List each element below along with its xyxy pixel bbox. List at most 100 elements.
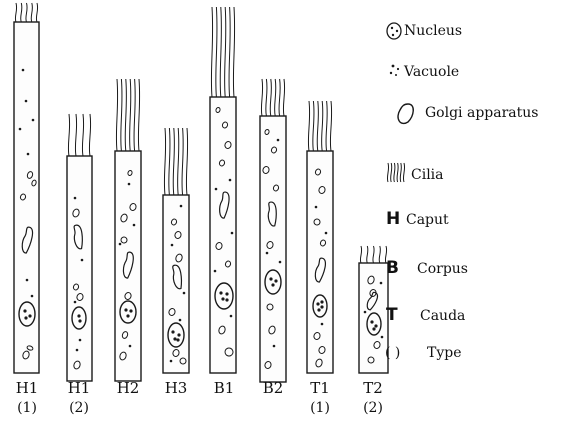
chromatin [269, 277, 272, 280]
cilium [75, 114, 76, 156]
chromatin [225, 292, 228, 295]
cilium [233, 7, 234, 97]
chromatin [124, 308, 127, 311]
cilium [36, 3, 37, 22]
cilium [266, 79, 267, 116]
cell-label-t1: T1 [310, 381, 330, 396]
granule [183, 292, 186, 295]
cilia-tuft [15, 3, 37, 22]
cell-outline [260, 116, 286, 382]
cell-label-h3: H3 [165, 381, 188, 396]
cilium [322, 101, 323, 151]
granule [380, 282, 383, 285]
granule [76, 349, 79, 352]
cilia-tuft [68, 114, 90, 156]
cilia-icon-stroke [397, 163, 398, 182]
granule [215, 188, 218, 191]
cilium [121, 79, 122, 151]
vacuole-icon-dot [397, 68, 399, 70]
cilium [169, 128, 170, 195]
vacuole-icon [390, 65, 399, 76]
cilium [173, 128, 174, 195]
cilium [216, 7, 217, 97]
cell-h1-2 [67, 114, 92, 381]
cilia-tuft [308, 101, 331, 151]
cell-type-h1-2: (2) [69, 401, 89, 415]
chromatin [370, 320, 373, 323]
cilium [182, 128, 183, 195]
nucleus-icon [387, 23, 401, 39]
nucleus-icon-outline [387, 23, 401, 39]
cilium [379, 246, 380, 263]
cell-label-t2: T2 [363, 381, 383, 396]
cilium [26, 3, 27, 22]
granule [81, 259, 84, 262]
cilium [15, 3, 16, 22]
cilium [164, 128, 165, 195]
chromatin [372, 327, 375, 330]
legend-vacuole-label: Vacuole [404, 65, 459, 79]
legend-nucleus-label: Nucleus [404, 24, 462, 38]
cell-outline [307, 151, 333, 373]
cilium [283, 79, 284, 116]
chromatin [274, 279, 277, 282]
granule [381, 336, 384, 339]
granule [231, 232, 234, 235]
chromatin [171, 330, 174, 333]
cilium [31, 3, 32, 22]
legend-cilia-label: Cilia [411, 168, 444, 182]
chromatin [221, 297, 224, 300]
chromatin [316, 302, 319, 305]
chromatin [173, 337, 176, 340]
cell-h3 [163, 128, 189, 373]
nucleus-icon-dot [396, 30, 398, 32]
legend-icons [387, 23, 413, 182]
granule [179, 319, 182, 322]
granule [31, 295, 34, 298]
cilia-icon-stroke [394, 163, 395, 182]
cell-outline [115, 151, 141, 381]
cilium [279, 79, 280, 116]
granule [325, 232, 328, 235]
chromatin [177, 333, 180, 336]
cilia-icon-stroke [387, 163, 388, 182]
cell-b1 [210, 7, 236, 373]
granule [229, 179, 232, 182]
granule [266, 252, 269, 255]
granule [180, 205, 183, 208]
cilia-tuft [116, 79, 139, 151]
granule [119, 243, 122, 246]
cilium [134, 79, 135, 151]
granule [171, 244, 174, 247]
cell-label-b2: B2 [263, 381, 284, 396]
cilium [367, 246, 368, 263]
cilium [186, 128, 187, 195]
cilium [116, 79, 117, 151]
granule [19, 128, 22, 131]
cell-h2 [115, 79, 141, 381]
cilium [373, 246, 374, 263]
cilia-tuft [360, 246, 386, 263]
cell-b2 [260, 79, 286, 382]
cilium [317, 101, 318, 151]
cilia-tuft [261, 79, 284, 116]
cilia-icon-stroke [403, 163, 404, 182]
cilia-icon-stroke [400, 163, 401, 182]
granule [273, 345, 276, 348]
granule [128, 183, 131, 186]
cilium [275, 79, 276, 116]
cilium [211, 7, 212, 97]
chromatin [24, 316, 27, 319]
cell-label-h1-1: H1 [16, 381, 39, 396]
chromatin [23, 309, 26, 312]
chromatin [176, 338, 179, 341]
legend-corpus-letter: B [386, 260, 399, 277]
granule [32, 119, 35, 122]
chromatin [320, 305, 323, 308]
cilium [261, 79, 262, 116]
legend-type-label: Type [427, 346, 462, 360]
granule [230, 315, 233, 318]
legend-golgi-label: Golgi apparatus [425, 106, 538, 120]
legend-cauda-label: Cauda [420, 309, 465, 323]
chromatin [317, 308, 320, 311]
